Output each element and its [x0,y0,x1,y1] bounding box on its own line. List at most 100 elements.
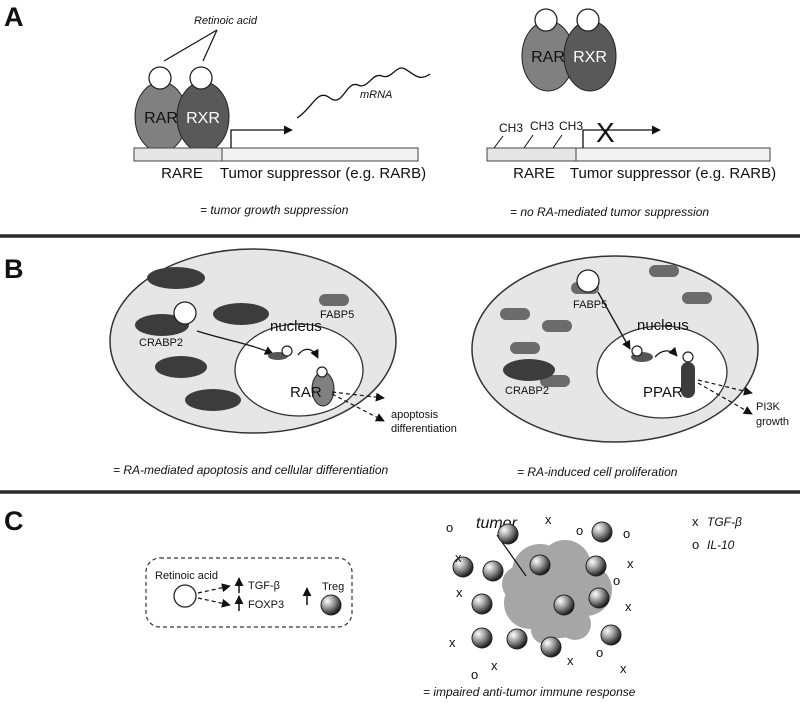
retinoic-acid-ligand [173,584,197,608]
crabp2-blob [147,267,205,289]
induction-arrow [197,583,231,594]
retinoic-acid-ligand [576,269,600,293]
rare-label: RARE [513,165,555,182]
outcome-differentiation: differentiation [391,423,457,435]
treg-cell [529,554,551,576]
mrna-strand [296,67,431,119]
treg-cell [320,594,342,616]
ligand-pointer-line [163,29,218,62]
rar-label: RAR [290,384,322,401]
panel-b-right-caption: = RA-induced cell proliferation [517,465,678,479]
panel-a: A Retinoic acid RAR RXR mRNA RARE Tumor … [4,2,776,219]
panel-c: C Retinoic acid TGF-β FOXP3 Treg [4,506,742,699]
nucleus [234,323,364,417]
outcome-arrow-apoptosis [331,391,385,402]
fabp5-protein [510,342,540,354]
treg-cell [452,556,474,578]
tgf-beta-marker: x [449,635,456,650]
tgf-beta-marker: x [455,550,462,565]
retinoic-acid-ligand [316,366,328,378]
mrna-label: mRNA [360,89,392,101]
methyl-group-label: CH3 [530,119,554,133]
panel-a-left-caption: = tumor growth suppression [200,203,349,217]
panel-b-left-caption: = RA-mediated apoptosis and cellular dif… [113,463,388,477]
methyl-group-label: CH3 [499,121,523,135]
dashed-box [145,557,353,628]
crabp2-blob [503,359,555,381]
rxr-label: RXR [186,110,220,127]
legend-o-symbol: o [692,537,699,552]
gene-label: Tumor suppressor (e.g. RARB) [220,165,426,182]
ppar-label: PPAR [643,384,683,401]
panel-c-caption: = impaired anti-tumor immune response [423,685,636,699]
outcome-arrow-growth [697,382,753,415]
legend-x-symbol: x [692,514,699,529]
treg-cell [591,521,613,543]
methyl-bond [552,134,563,149]
treg-induction-box: Retinoic acid TGF-β FOXP3 Treg [145,557,353,628]
foxp3-label: FOXP3 [248,599,284,611]
tgf-beta-marker: x [491,658,498,673]
transport-arrow [597,291,631,350]
transcription-blocked-mark: X [596,117,615,148]
legend: x TGF-β o IL-10 [692,514,742,552]
transcription-start-arrow [582,125,661,148]
retinoic-acid-ligand [534,8,558,32]
legend-il10: IL-10 [707,538,735,552]
treg-cell [588,587,610,609]
retinoic-acid-ligand [576,8,600,32]
tgf-beta-marker: x [456,585,463,600]
ppar-receptor [681,362,695,398]
transcription-start-arrow [230,125,293,148]
methyl-bond [493,135,504,149]
il10-marker: o [446,520,453,535]
il10-marker: o [576,523,583,538]
panel-b-right-cell: FABP5 CRABP2 nucleus PPAR PI3K growth = … [471,255,789,479]
gene-label: Tumor suppressor (e.g. RARB) [570,165,776,182]
il10-marker: o [471,667,478,682]
retinoic-acid-ligand [148,66,172,90]
il10-marker: o [613,573,620,588]
outcome-apoptosis: apoptosis [391,409,439,421]
crabp2-blob [185,389,241,411]
treg-label: Treg [322,581,344,593]
tumor-suppressor-gene [221,147,419,162]
fabp5-protein [649,265,679,277]
tgf-beta-marker: x [625,599,632,614]
rxr-label: RXR [573,49,607,66]
nucleus [596,325,728,419]
outcome-pi3k: PI3K [756,401,781,413]
treg-cell [497,523,519,545]
retinoic-acid-ligand [189,66,213,90]
rare-label: RARE [161,165,203,182]
crabp2-label: CRABP2 [139,337,183,349]
legend-tgf-beta: TGF-β [707,515,742,529]
methyl-group-label: CH3 [559,119,583,133]
nucleus-label: nucleus [270,318,322,335]
crabp2-label: CRABP2 [505,385,549,397]
treg-cell [553,594,575,616]
panel-b-label: B [4,254,24,284]
rar-label: RAR [531,49,565,66]
fabp5-protein [319,294,349,306]
tumor-suppressor-gene [575,147,771,162]
panel-b-left-cell: FABP5 CRABP2 nucleus RAR apoptosis diffe… [109,248,457,477]
handoff-arrow [297,348,319,359]
retinoic-acid-ligand [173,301,197,325]
treg-cell [471,593,493,615]
handoff-arrow [654,346,678,358]
fabp5-protein [500,308,530,320]
panel-b: B FABP5 CRABP2 nucleus RAR apoptosis [4,248,789,479]
treg-cell [585,555,607,577]
fabp5-protein [682,292,712,304]
crabp2-blob [213,303,269,325]
methyl-bond [523,134,534,149]
retinoic-acid-ligand [281,345,293,357]
treg-cell [600,624,622,646]
rare-element [486,147,577,162]
tgf-beta-marker: x [627,556,634,571]
il10-marker: o [596,645,603,660]
nucleus-label: nucleus [637,317,689,334]
treg-cell [540,636,562,658]
